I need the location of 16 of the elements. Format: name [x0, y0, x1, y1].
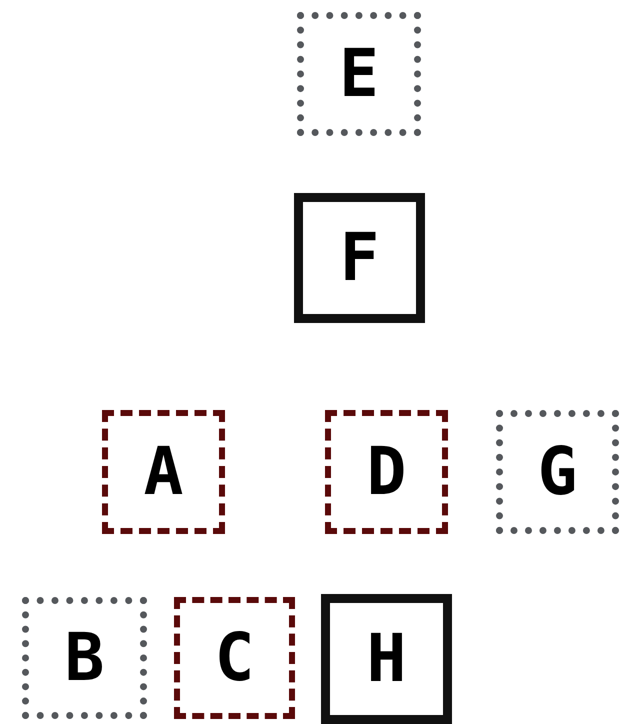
box-letter: D — [366, 439, 406, 505]
dotted-box — [496, 410, 619, 534]
box-letter: C — [214, 625, 254, 691]
bold-box — [321, 594, 452, 724]
dashed-box — [174, 597, 295, 719]
dotted-box — [22, 597, 147, 719]
bold-box — [294, 193, 425, 323]
box-letter: E — [339, 41, 379, 107]
dotted-box — [297, 12, 421, 136]
box-letter: B — [64, 625, 104, 691]
dashed-box — [102, 410, 225, 534]
box-letter: G — [538, 439, 578, 505]
box-letter: A — [144, 439, 184, 505]
dashed-box — [325, 410, 448, 534]
box-letter: F — [340, 225, 380, 291]
box-letter: H — [366, 626, 406, 692]
